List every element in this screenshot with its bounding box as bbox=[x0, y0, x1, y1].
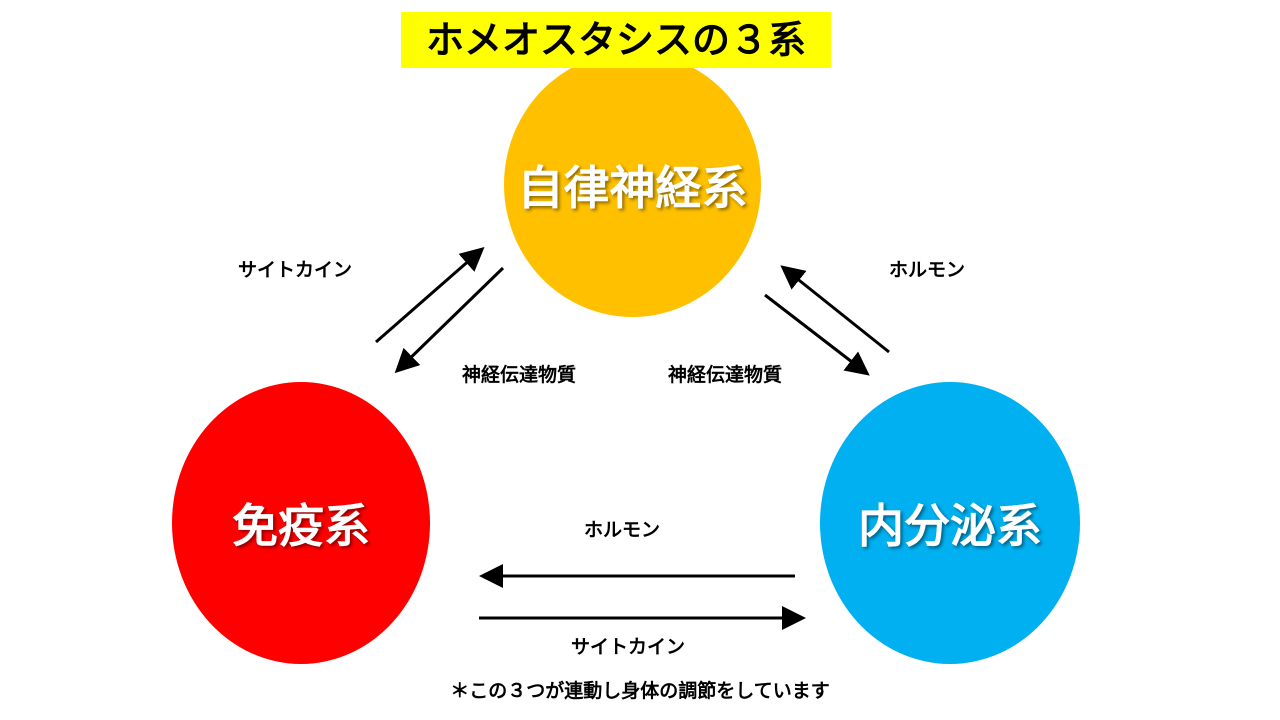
arrow-autonomic-to-immune bbox=[394, 266, 505, 374]
footnote: ＊この３つが連動し身体の調節をしています bbox=[450, 680, 830, 702]
node-endocrine-system: 内分泌系 bbox=[820, 382, 1080, 664]
label-immune-to-endocrine: サイトカイン bbox=[571, 636, 686, 658]
node-immune-system: 免疫系 bbox=[172, 382, 430, 664]
label-endocrine-to-immune: ホルモン bbox=[584, 519, 661, 541]
diagram-title: ホメオスタシスの３系 bbox=[401, 12, 831, 68]
node-autonomic-nervous-system: 自律神経系 bbox=[504, 52, 761, 317]
label-autonomic-to-immune: 神経伝達物質 bbox=[462, 364, 577, 386]
label-autonomic-to-endocrine: 神経伝達物質 bbox=[668, 364, 783, 386]
arrow-immune-to-autonomic bbox=[375, 247, 485, 344]
arrow-endocrine-to-autonomic bbox=[780, 265, 890, 354]
label-immune-to-autonomic: サイトカイン bbox=[238, 259, 353, 281]
label-endocrine-to-autonomic: ホルモン bbox=[889, 259, 966, 281]
arrow-autonomic-to-endocrine bbox=[764, 293, 870, 376]
